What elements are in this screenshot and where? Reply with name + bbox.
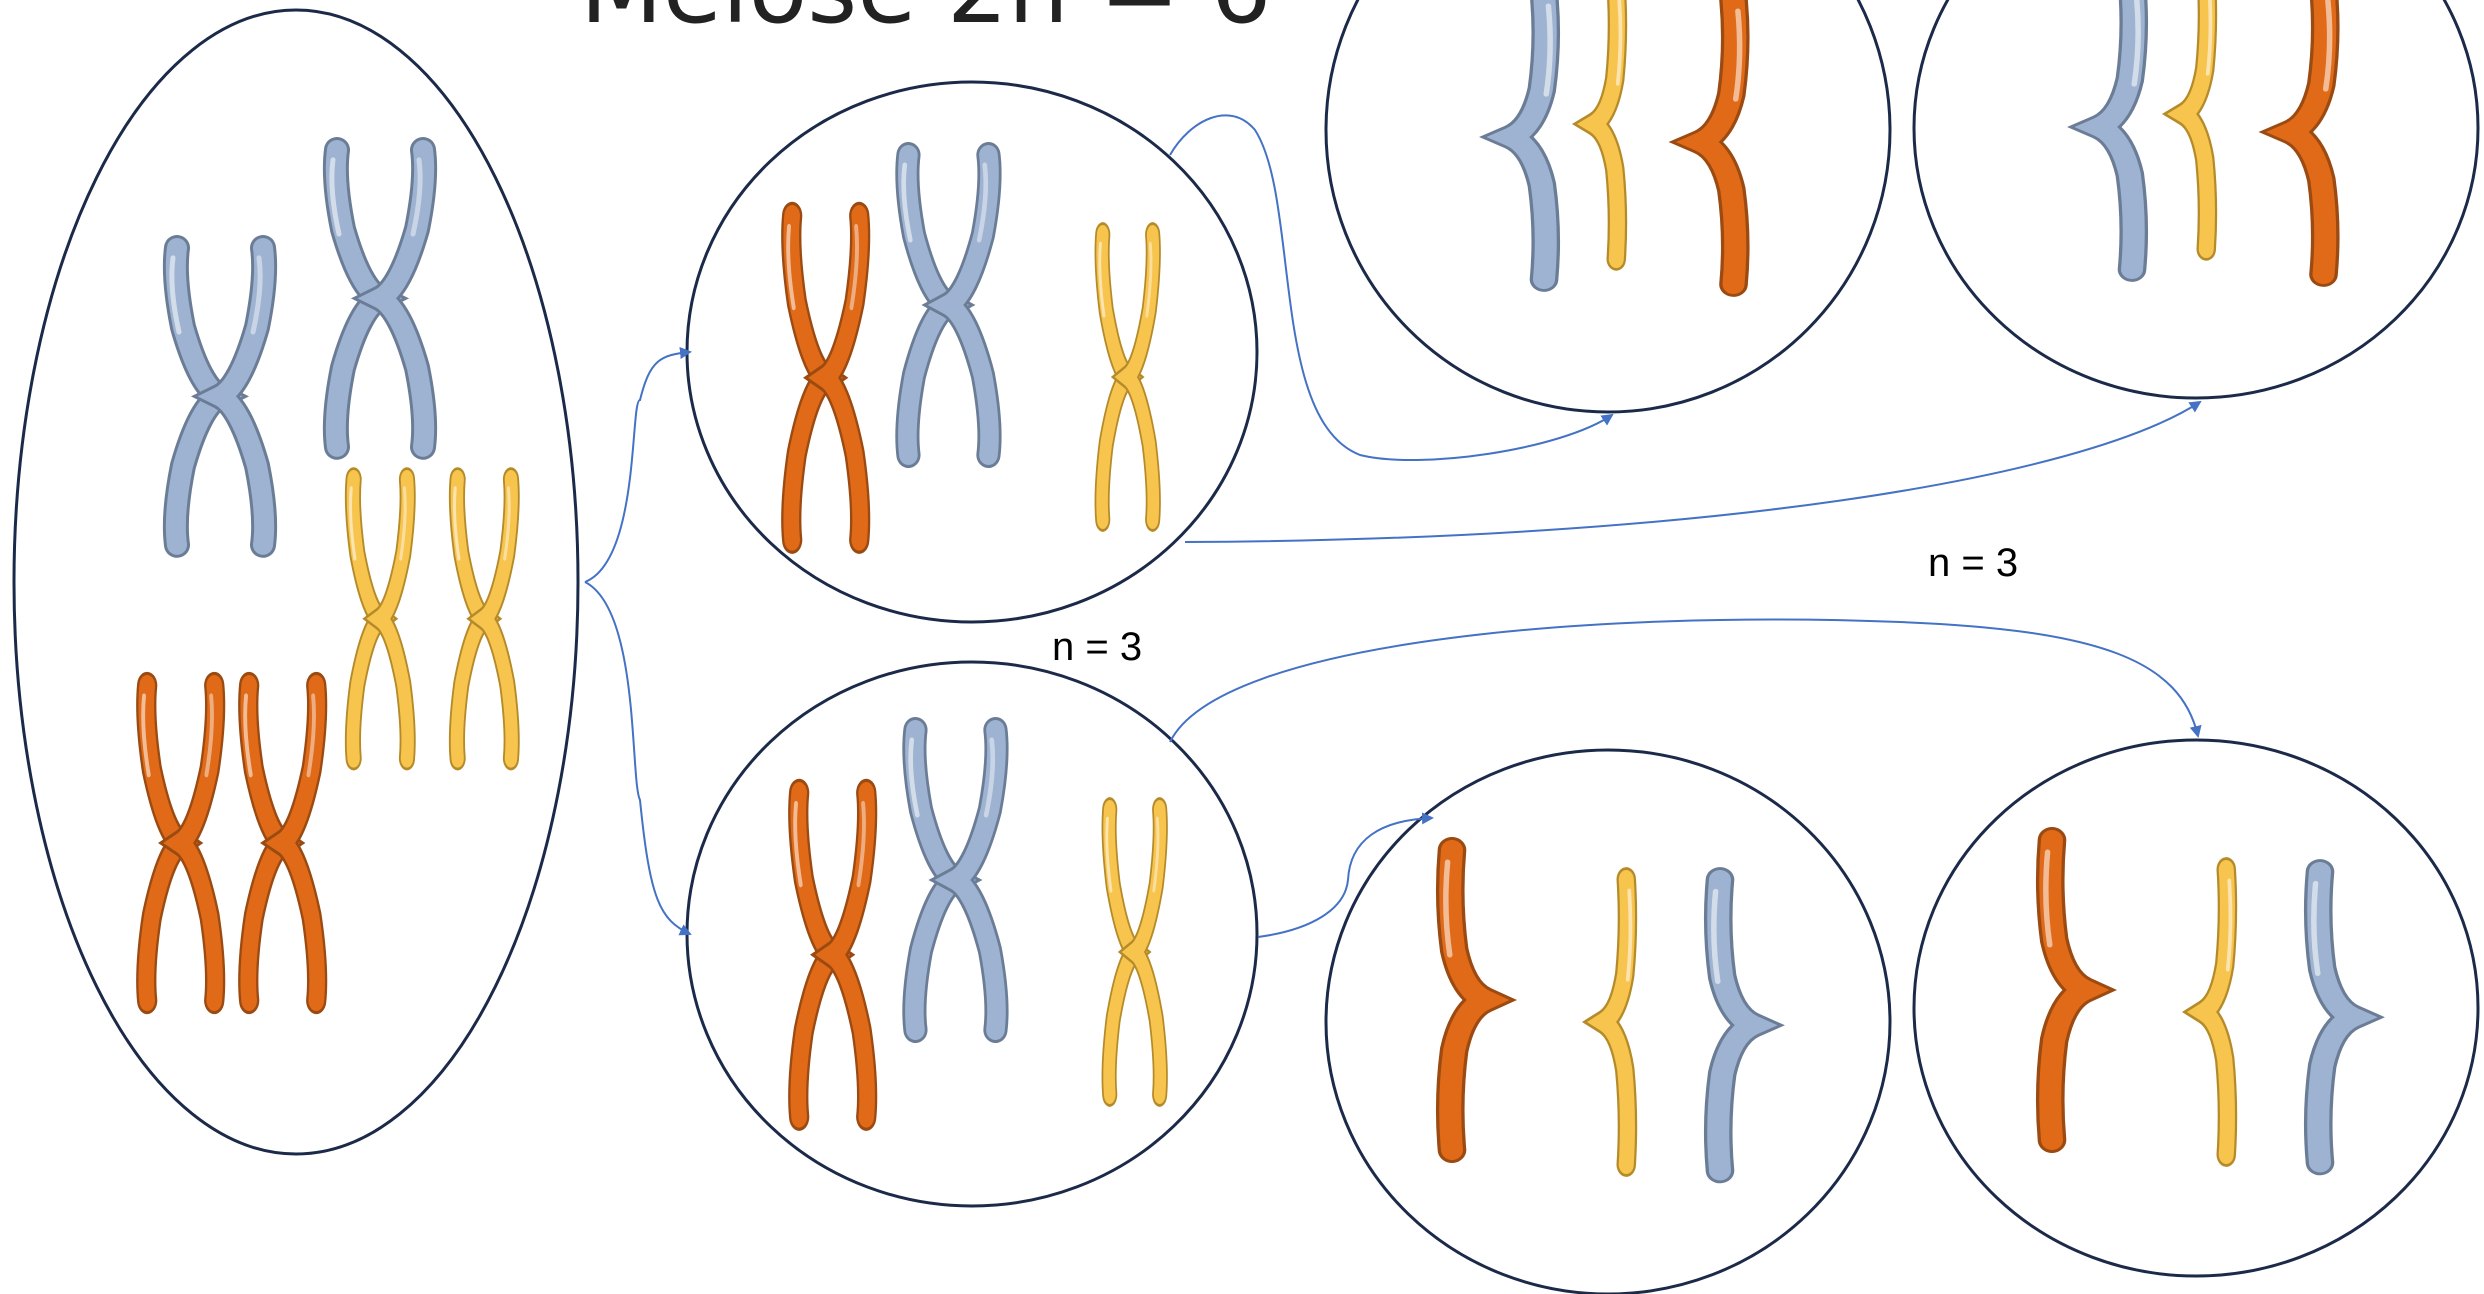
yellow-chromatid — [2204, 870, 2231, 1155]
orange-chromatid — [1446, 850, 1485, 1150]
blue-chromosome — [172, 248, 264, 545]
gamete-cell-top-right — [1914, 0, 2478, 398]
yellow-chromosome — [1100, 235, 1154, 520]
yellow-chromatid — [1604, 880, 1631, 1165]
orange-chromosome — [788, 216, 860, 540]
yellow-chromatid — [1594, 0, 1621, 259]
orange-chromosome — [795, 793, 867, 1117]
n-label-left: n = 3 — [1052, 625, 1142, 669]
gamete-cell-bottom-right — [1914, 740, 2478, 1276]
orange-chromosome — [143, 686, 215, 1001]
blue-chromosome — [332, 150, 424, 447]
blue-chromosome — [904, 155, 990, 455]
meiosis1-cell-top — [687, 82, 1257, 622]
gamete-cell-bottom-left — [1326, 750, 1890, 1294]
orange-chromatid — [2046, 840, 2085, 1140]
gamete-cell-top-left — [1326, 0, 1890, 412]
yellow-chromosome — [350, 479, 407, 758]
arrow-bottom-to-gamete-bottom-left — [1258, 818, 1432, 937]
arrow-parent-to-bottom — [585, 582, 690, 934]
yellow-chromosome — [1107, 810, 1161, 1095]
n-label-right: n = 3 — [1928, 541, 2018, 585]
blue-chromatid — [2314, 872, 2353, 1163]
yellow-chromosome — [454, 479, 511, 758]
arrows — [585, 115, 2200, 937]
arrow-top-to-gamete-top-right — [1185, 402, 2200, 542]
arrow-parent-to-top — [585, 352, 690, 582]
yellow-chromatid — [2184, 0, 2211, 249]
blue-chromosome — [911, 730, 997, 1030]
arrow-bottom-to-gamete-bottom-right — [1170, 620, 2198, 742]
diagram-title: Meiose 2n = 6 — [580, 0, 1271, 45]
orange-chromatid — [2291, 0, 2330, 275]
parent-cell-2n — [14, 10, 578, 1154]
blue-chromatid — [1511, 0, 1550, 280]
orange-chromatid — [1701, 0, 1740, 285]
meiosis1-cell-bottom — [687, 662, 1257, 1206]
blue-chromatid — [1714, 880, 1753, 1171]
blue-chromatid — [2099, 0, 2138, 270]
orange-chromosome — [245, 686, 317, 1001]
